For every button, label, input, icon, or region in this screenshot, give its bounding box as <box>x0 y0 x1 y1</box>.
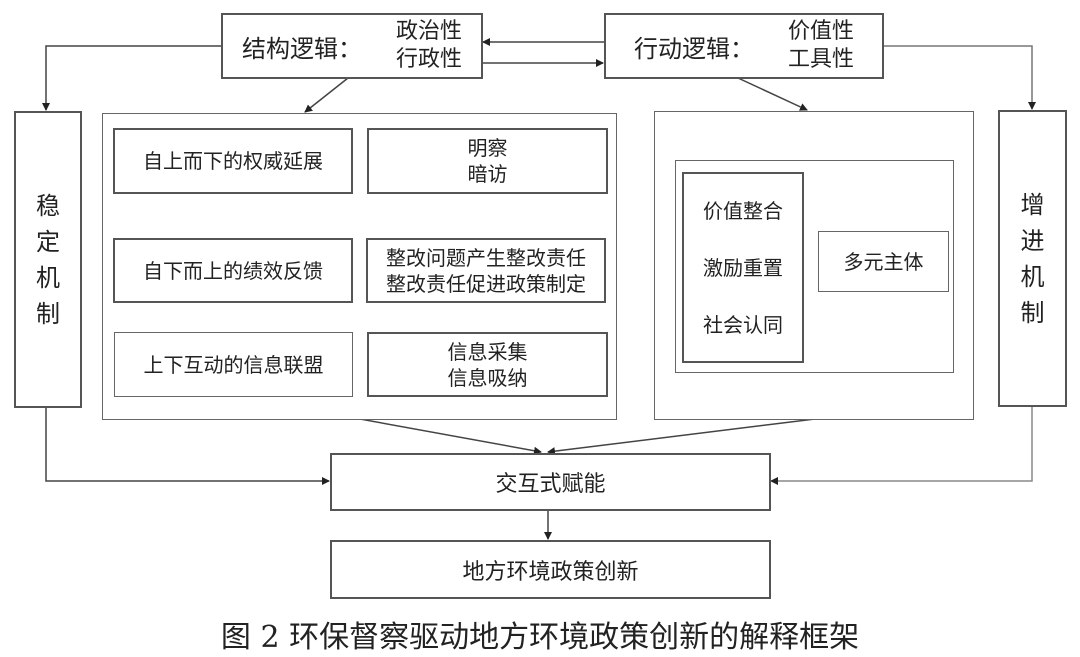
row2-target-line: 整改责任促进政策制定 <box>386 271 586 296</box>
interactive-empowerment-label: 交互式赋能 <box>495 472 606 497</box>
policy-innovation-label: 地方环境政策创新 <box>462 559 639 585</box>
row2-target-box: 整改问题产生整改责任 整改责任促进政策制定 <box>366 238 606 303</box>
action-logic-label: 行动逻辑： <box>633 34 754 63</box>
stability-char: 稳 <box>36 191 60 220</box>
enhancement-char: 增 <box>1020 190 1045 219</box>
row1-target-line: 明察 <box>467 136 508 160</box>
action-logic-box: 行动逻辑： 价值性 工具性 <box>604 13 884 79</box>
stability-char: 机 <box>36 263 60 292</box>
values-box: 价值整合 激励重置 社会认同 <box>682 172 804 363</box>
value-item: 激励重置 <box>703 255 783 280</box>
enhancement-char: 制 <box>1020 298 1045 327</box>
structure-logic-box: 结构逻辑： 政治性 行政性 <box>221 13 483 79</box>
row3-target-line: 信息采集 <box>447 339 528 364</box>
stability-char: 定 <box>36 227 60 256</box>
arrow-right-panel-to-empowerment <box>547 418 816 456</box>
action-logic-value: 工具性 <box>787 47 854 72</box>
arrow-left-panel-to-empowerment <box>359 418 542 455</box>
interactive-empowerment-box: 交互式赋能 <box>330 453 771 511</box>
row3-source-box: 上下互动的信息联盟 <box>114 332 353 397</box>
structure-logic-value: 政治性 <box>395 19 462 44</box>
structure-logic-value: 行政性 <box>395 47 462 72</box>
row2-target-line: 整改问题产生整改责任 <box>386 245 586 270</box>
stability-mechanism-box: 稳 定 机 制 <box>14 111 82 408</box>
row1-source-box: 自上而下的权威延展 <box>113 128 353 194</box>
structure-logic-label: 结构逻辑： <box>241 34 362 63</box>
enhancement-mechanism-box: 增 进 机 制 <box>998 110 1067 407</box>
row2-source-box: 自下而上的绩效反馈 <box>113 238 353 303</box>
actor-box: 多元主体 <box>818 231 949 292</box>
value-item: 价值整合 <box>703 198 783 223</box>
row3-source-label: 上下互动的信息联盟 <box>143 352 324 377</box>
action-logic-value: 价值性 <box>787 19 854 44</box>
row1-target-box: 明察 暗访 <box>367 128 608 194</box>
policy-innovation-box: 地方环境政策创新 <box>330 540 771 599</box>
row1-source-label: 自上而下的权威延展 <box>143 149 323 173</box>
row2-source-label: 自下而上的绩效反馈 <box>143 258 323 283</box>
row3-target-line: 信息吸纳 <box>447 365 528 390</box>
row1-target-line: 暗访 <box>467 162 508 186</box>
arrow-structure-to-left-panel <box>304 77 349 113</box>
arrow-structure-to-stability <box>42 45 221 111</box>
figure-caption: 图 2 环保督察驱动地方环境政策创新的解释框架 <box>220 620 860 655</box>
arrow-action-to-right-panel <box>737 77 808 111</box>
enhancement-char: 进 <box>1020 226 1045 255</box>
enhancement-char: 机 <box>1020 262 1045 291</box>
stability-char: 制 <box>36 299 60 328</box>
actor-label: 多元主体 <box>843 249 924 274</box>
row3-target-box: 信息采集 信息吸纳 <box>367 332 608 397</box>
value-item: 社会认同 <box>703 312 783 337</box>
arrow-action-to-enhancement <box>883 45 1036 110</box>
